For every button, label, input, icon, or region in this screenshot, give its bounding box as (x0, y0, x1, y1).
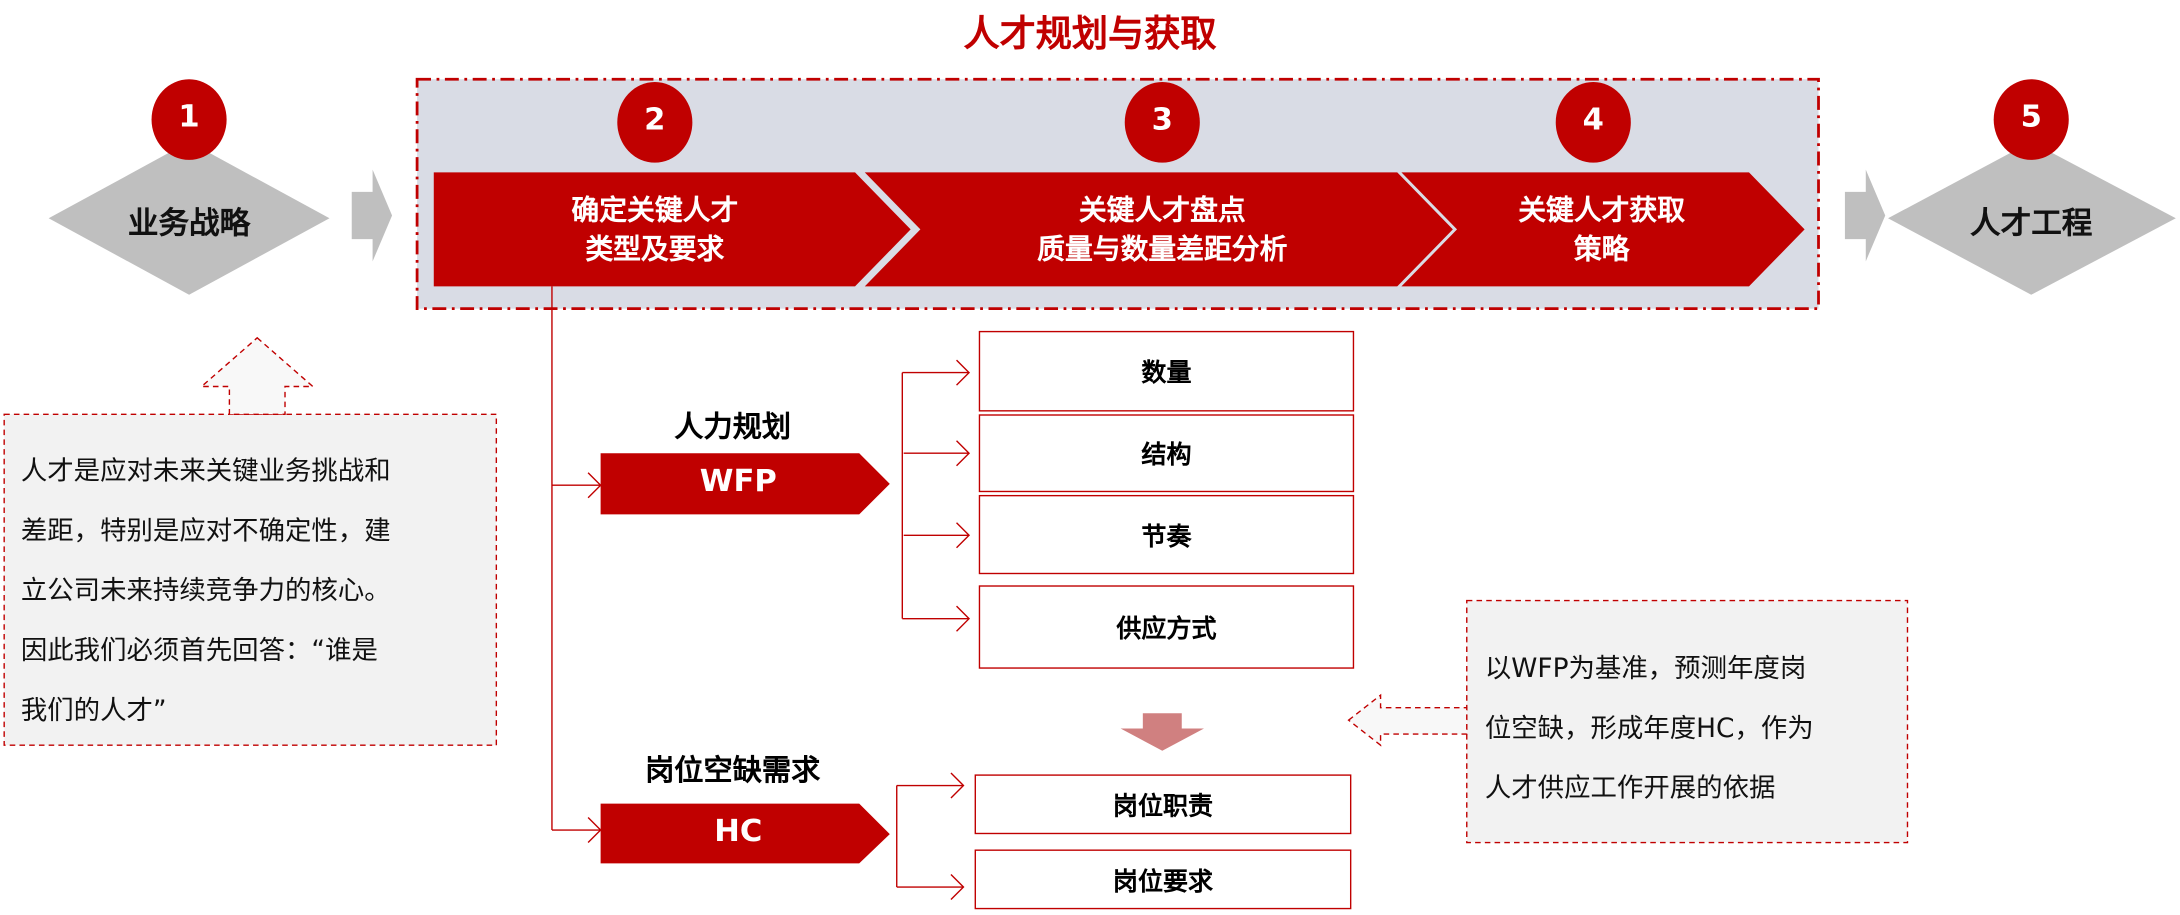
step-circle-3 (1124, 82, 1200, 163)
hc-heading: 岗位空缺需求 (645, 753, 821, 787)
step-circle-4 (1555, 82, 1631, 163)
step-3-text: 关键人才盘点 质量与数量差距分析 (940, 190, 1385, 268)
left-hollow-arrow-icon (1347, 693, 1468, 747)
chevron-step-4 (1401, 172, 1805, 287)
hc-banner (600, 803, 890, 864)
chevron-step-3 (864, 172, 1453, 287)
right-note-line: 以WFP为基准，预测年度岗 (1484, 653, 1807, 685)
wfp-item-supply-mode: 供应方式 (978, 585, 1355, 669)
flow-arrow-icon (351, 169, 393, 262)
hc-item-duties: 岗位职责 (974, 774, 1352, 835)
right-note-text: 以WFP为基准，预测年度岗 位空缺，形成年度HC，作为 人才供应工作开展的依据 (1485, 640, 1814, 819)
step-4-line-2: 策略 (1573, 232, 1630, 266)
step-4-text: 关键人才获取 策略 (1379, 190, 1824, 268)
step-number-4: 4 (1582, 102, 1604, 138)
talent-engineering-diamond (1888, 141, 2176, 295)
wfp-item-structure: 结构 (978, 414, 1355, 493)
right-note-box (1466, 599, 1909, 844)
step-2-line-1: 确定关键人才 (571, 193, 739, 227)
left-note-line: 立公司未来持续竞争力的核心。 (20, 575, 391, 607)
page-title: 人才规划与获取 (963, 13, 1217, 56)
step-number-5: 5 (2020, 100, 2042, 135)
step-circle-1 (151, 79, 227, 160)
wfp-banner (600, 453, 890, 515)
step-3-line-1: 关键人才盘点 (1078, 193, 1246, 227)
flow-arrow-icon (1844, 169, 1886, 262)
hc-banner-label: HC (714, 814, 763, 850)
hc-item-requirements: 岗位要求 (974, 849, 1352, 910)
left-note-line: 人才是应对未来关键业务挑战和 (20, 456, 391, 487)
wfp-banner-label: WFP (699, 464, 777, 500)
wfp-heading: 人力规划 (674, 410, 792, 444)
left-note-line: 我们的人才” (20, 695, 167, 726)
step-3-line-2: 质量与数量差距分析 (1037, 232, 1288, 266)
left-note-line: 因此我们必须首先回答：“谁是 (20, 635, 378, 666)
connector-lines (551, 286, 971, 901)
step-2-text: 确定关键人才 类型及要求 (432, 190, 877, 268)
step-label-strategy: 业务战略 (127, 207, 251, 242)
left-note-box (3, 413, 498, 746)
step-2-line-2: 类型及要求 (585, 232, 725, 266)
left-note-text: 人才是应对未来关键业务挑战和 差距，特别是应对不确定性，建 立公司未来持续竞争力… (21, 442, 391, 741)
wfp-item-pace: 节奏 (978, 494, 1355, 575)
step-number-1: 1 (178, 100, 200, 135)
left-note-line: 差距，特别是应对不确定性，建 (20, 515, 391, 547)
step-number-3: 3 (1151, 102, 1173, 138)
step-label-talent-engineering: 人才工程 (1970, 207, 2093, 242)
down-arrow-icon (1120, 713, 1204, 751)
step-4-line-1: 关键人才获取 (1518, 193, 1686, 227)
step-circle-5 (1993, 79, 2069, 160)
chevron-step-2 (433, 172, 911, 287)
strategy-diamond (48, 141, 330, 295)
step-circle-2 (617, 82, 693, 163)
up-hollow-arrow-icon (199, 336, 315, 416)
wfp-item-quantity: 数量 (978, 330, 1355, 412)
right-note-line: 人才供应工作开展的依据 (1484, 773, 1776, 804)
step-number-2: 2 (644, 102, 666, 138)
right-note-line: 位空缺，形成年度HC，作为 (1484, 713, 1814, 744)
